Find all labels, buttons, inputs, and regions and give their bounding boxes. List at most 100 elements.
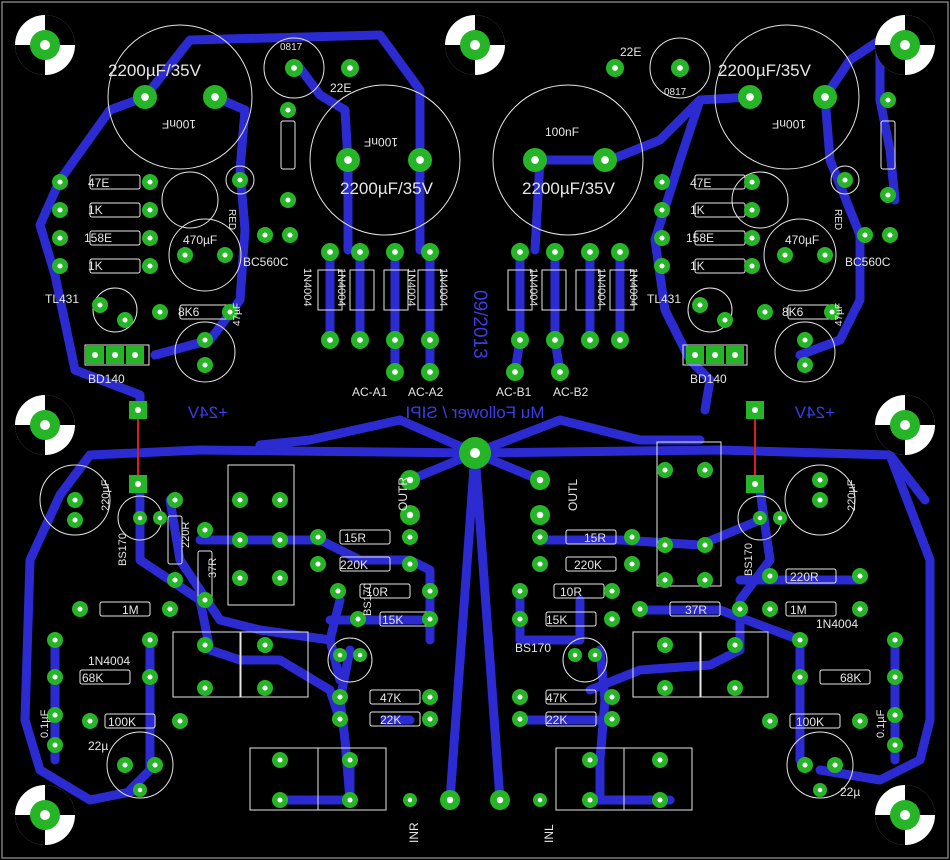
silkscreen-labels: 2200µF/35V 2200µF/35V 2200µF/35V 2200µF/… (39, 42, 891, 843)
resistor-body (339, 529, 391, 545)
r1m-label-2: 1M (790, 603, 807, 617)
resistor-body (339, 556, 391, 572)
tl-label-1: TL431 (45, 292, 79, 306)
cap220-label-1: 220µF (100, 479, 112, 511)
led-label-1: 0817 (280, 42, 303, 53)
copper-text: Mu Follower / SIPI 09/2013 +24V +24V (187, 290, 835, 422)
r37r-label-1: 37R (207, 558, 219, 578)
resistor-body (89, 258, 141, 274)
mounting-hole (445, 15, 505, 75)
diode-label-8: 1N4004 (88, 654, 130, 668)
component-outlines (39, 24, 860, 811)
diode-label-5: 1N4004 (527, 268, 539, 307)
resistor-body (104, 713, 156, 729)
solder-pads (47, 59, 903, 810)
r47k-label-2: 47K (546, 691, 567, 705)
resistor-body (819, 669, 871, 685)
c22-label-1: 22µ (88, 739, 108, 753)
in-label-l: INL (542, 824, 556, 843)
resistor-body (565, 556, 617, 572)
cap220-label-2: 220µF (846, 479, 858, 511)
resistor-body (785, 568, 837, 584)
resistor-body (785, 601, 837, 617)
mounting-hole (875, 785, 935, 845)
mounting-holes (15, 15, 935, 845)
mounting-hole (15, 15, 75, 75)
ac-label-b2: AC-B2 (553, 385, 589, 399)
resistor-body (79, 669, 131, 685)
r220r-label-1: 220R (180, 522, 192, 548)
r1k-label-4: 1K (690, 259, 705, 273)
mounting-hole (15, 785, 75, 845)
resistor-body (89, 230, 141, 246)
c22-label-2: 22µ (840, 785, 860, 799)
tl-label-2: TL431 (647, 292, 681, 306)
ac-label-a1: AC-A1 (352, 385, 388, 399)
bd-label-2: BD140 (690, 372, 727, 386)
resistor-body (369, 711, 421, 727)
in-label-r: INR (407, 822, 421, 843)
bc-label-1: BC560C (243, 255, 289, 269)
diode-label-4: 1N4004 (437, 268, 449, 307)
mounting-hole (875, 395, 935, 455)
mounting-hole (875, 15, 935, 75)
r37r-label-2: 37R (685, 603, 707, 617)
resistor-body (789, 713, 841, 729)
r15r-label-1: 15R (344, 531, 366, 545)
ac-label-a2: AC-A2 (408, 385, 444, 399)
film-cap-label-4: 100nF (772, 117, 806, 131)
supply-label-left: +24V (187, 403, 228, 422)
r100k-label-1: 100K (108, 715, 136, 729)
r100k-label-2: 100K (796, 715, 824, 729)
bs-label-3: BS170 (515, 641, 551, 655)
r15r-label-2: 15R (584, 531, 606, 545)
resistor-body (280, 120, 296, 170)
diode-label-1: 1N4004 (301, 268, 313, 307)
r22e-label-2: 22E (620, 45, 641, 59)
r1k-label-2: 1K (88, 259, 103, 273)
resistor-body (545, 689, 597, 705)
out-label-r: OUTR (396, 477, 410, 511)
bd-label-1: BD140 (88, 372, 125, 386)
diode-label-6: 1N4004 (595, 268, 607, 307)
resistor-body (545, 711, 597, 727)
r47k-label-1: 47K (380, 691, 401, 705)
r8k6-label-1: 8K6 (178, 305, 200, 319)
r1k-label-1: 1K (88, 203, 103, 217)
r10r-label-1: 10R (366, 585, 388, 599)
resistor-body (545, 611, 597, 627)
resistor-body (880, 120, 896, 170)
r8k6-label-2: 8K6 (782, 305, 804, 319)
ac-label-b1: AC-B1 (496, 385, 532, 399)
r10r-label-2: 10R (560, 585, 582, 599)
r47e-label-1: 47E (88, 176, 109, 190)
resistor-body (89, 174, 141, 190)
resistor-body (669, 601, 721, 617)
r15k-label-1: 15K (382, 613, 403, 627)
bs-label-4: BS170 (362, 583, 374, 616)
mounting-hole (15, 395, 75, 455)
resistor-body (167, 515, 183, 565)
resistor-body (369, 689, 421, 705)
c01-label-1: 0.1µF (39, 709, 51, 738)
big-cap-label-4: 2200µF/35V (718, 61, 812, 80)
out-label-l: OUTL (566, 479, 580, 511)
red-label-2: RED (832, 209, 843, 230)
diode-label-3: 1N4004 (405, 268, 417, 307)
diode-label-7: 1N4004 (627, 268, 639, 307)
r158e-label-2: 158E (686, 231, 714, 245)
red-label-1: RED (226, 209, 237, 230)
r15k-label-2: 15K (546, 613, 567, 627)
resistor-body (565, 529, 617, 545)
big-cap-label-1: 2200µF/35V (108, 61, 202, 80)
r220k-label-1: 220K (340, 558, 368, 572)
r1m-label-1: 1M (122, 603, 139, 617)
film-cap-label-3: 100nF (545, 125, 579, 139)
diode-label-9: 1N4004 (816, 617, 858, 631)
jumper-wires (137, 412, 756, 484)
big-cap-label-2: 2200µF/35V (340, 179, 434, 198)
cap470-label-2: 470µF (785, 233, 819, 247)
